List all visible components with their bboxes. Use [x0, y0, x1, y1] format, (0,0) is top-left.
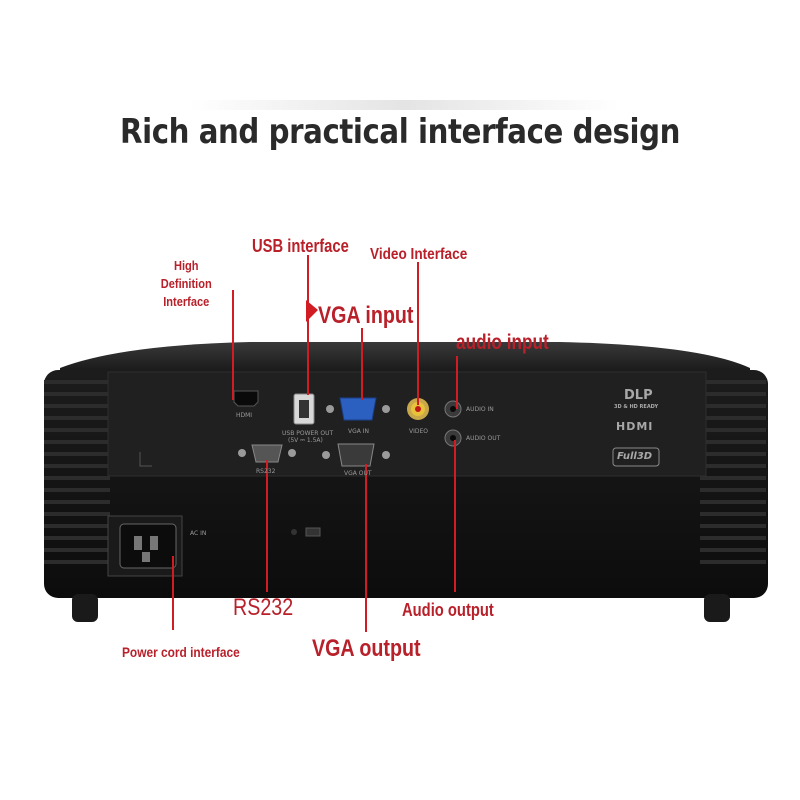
video-rca-port	[407, 398, 429, 420]
hdmi-port-label: HDMI	[236, 412, 253, 419]
usb-port-label: USB POWER OUT	[282, 430, 334, 437]
callout-usb: USB interface	[252, 236, 349, 256]
usb-port-sublabel: (5V ⎓ 1.5A)	[288, 437, 323, 444]
audio-in-label: AUDIO IN	[466, 406, 494, 413]
callout-video: Video Interface	[370, 246, 468, 263]
vga-out-port	[322, 443, 390, 467]
page-title: Rich and practical interface design	[120, 112, 680, 152]
callout-vga-input: VGA input	[318, 302, 414, 329]
rs232-port-label: RS232	[256, 468, 276, 475]
full3d-badge	[612, 447, 660, 467]
callout-audio-input: audio input	[456, 331, 549, 354]
faded-background-text	[190, 100, 620, 110]
vga-in-port	[326, 397, 390, 421]
callout-hdmi: High Definition Interface	[160, 258, 212, 309]
callout-rs232: RS232	[233, 594, 294, 621]
ac-in-label: AC IN	[190, 530, 207, 537]
hdmi-logo: HDMI	[616, 420, 654, 433]
callout-power: Power cord interface	[122, 644, 240, 660]
rs232-port	[238, 444, 296, 463]
ac-inlet-socket	[119, 523, 177, 569]
callout-audio-output: Audio output	[402, 600, 494, 620]
vga-out-label: VGA OUT	[344, 470, 372, 477]
vga-in-label: VGA IN	[348, 428, 370, 435]
right-foot	[704, 594, 730, 622]
connector-panel	[107, 371, 707, 477]
callout-vga-output: VGA output	[312, 635, 421, 662]
kensington-slot	[305, 527, 321, 537]
hdmi-port	[233, 390, 259, 407]
right-vent-grille	[700, 380, 766, 564]
full3d-logo: Full3D	[617, 451, 653, 462]
callout-lines	[172, 255, 458, 632]
dlp-logo: DLP	[624, 388, 653, 403]
audio-out-label: AUDIO OUT	[466, 435, 501, 442]
left-foot	[72, 594, 98, 622]
left-vent-grille	[44, 380, 110, 564]
vga-input-pointer	[306, 300, 318, 322]
video-label: VIDEO	[409, 428, 429, 435]
dlp-subtext: 3D & HD READY	[614, 404, 659, 410]
